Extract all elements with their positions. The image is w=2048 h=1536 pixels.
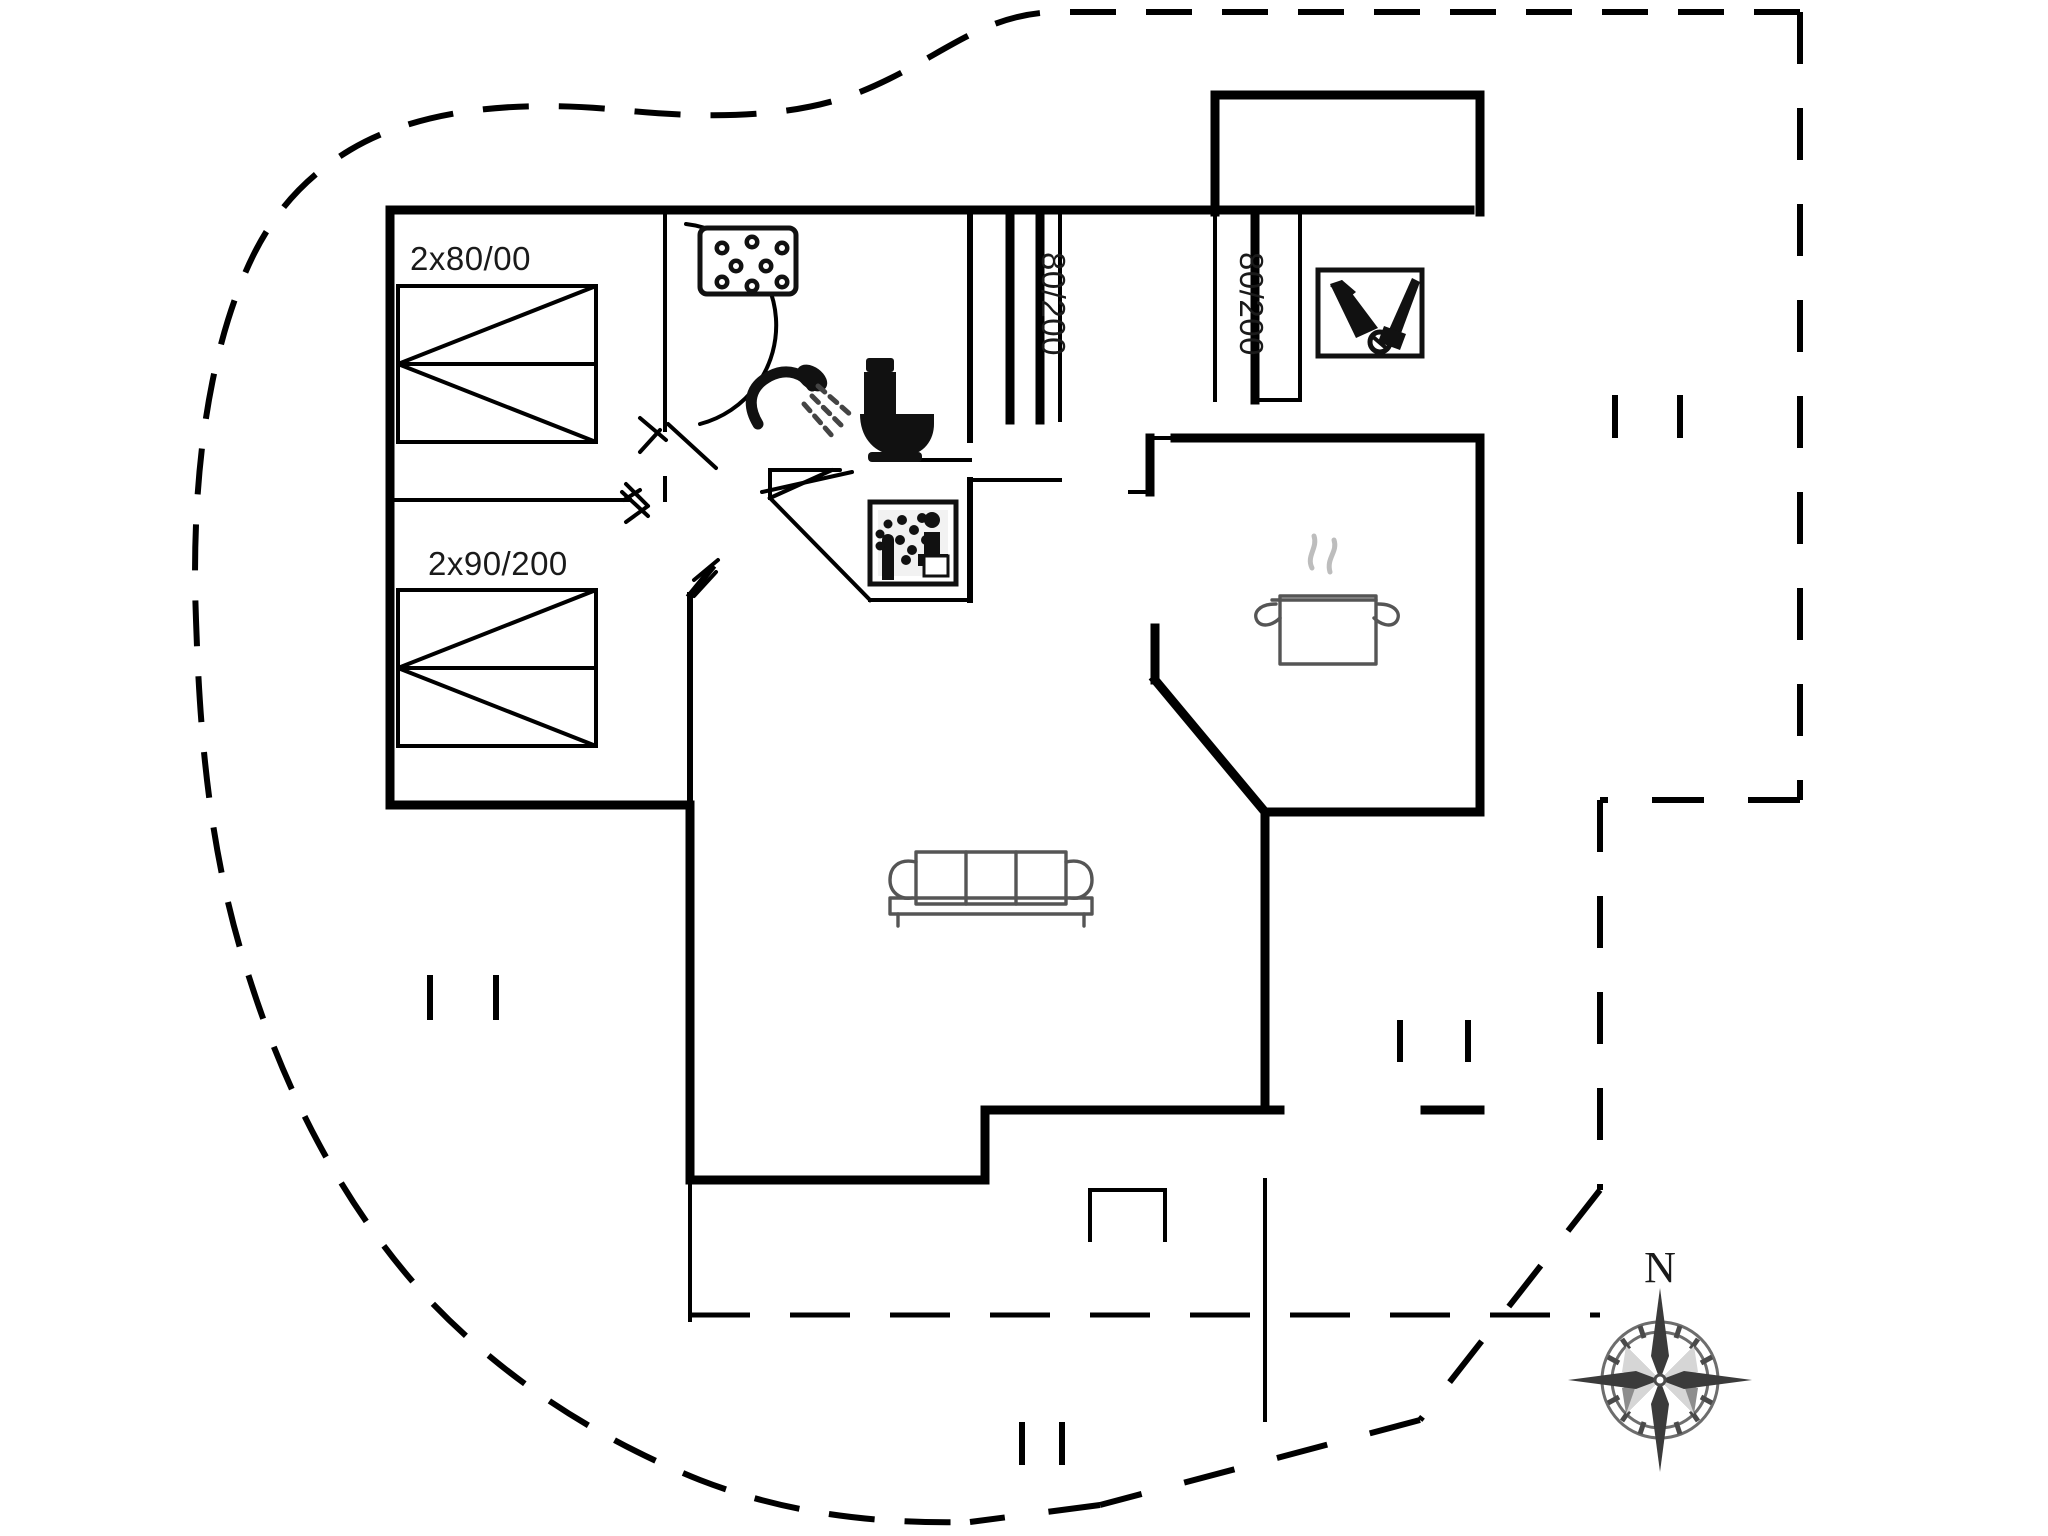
cooking-pot-icon [1254, 533, 1400, 666]
door-label-right: 80/200 [1233, 252, 1270, 356]
shower-icon [745, 364, 855, 441]
door-label-left: 80/200 [1035, 252, 1072, 356]
bed-group-bedroom-1 [396, 284, 598, 444]
sauna-icon [867, 499, 959, 587]
toilet-icon [860, 358, 934, 462]
interior-walls [388, 207, 1302, 808]
building-outline [385, 90, 1485, 1185]
compass-rose-icon: N [1568, 1243, 1752, 1472]
window-marks [427, 395, 1683, 1465]
property-boundary [192, 9, 1803, 1526]
bed-group-bedroom-2 [396, 588, 598, 748]
utility-tools-icon [1315, 267, 1425, 359]
washing-machine-icon [697, 225, 799, 297]
sofa-icon [888, 850, 1094, 928]
bedroom-1-window-label: 2x80/00 [410, 240, 531, 277]
terrace-outline [688, 1178, 1600, 1422]
compass-north-label: N [1644, 1243, 1676, 1292]
bedroom-2-window-label: 2x90/200 [428, 545, 568, 582]
